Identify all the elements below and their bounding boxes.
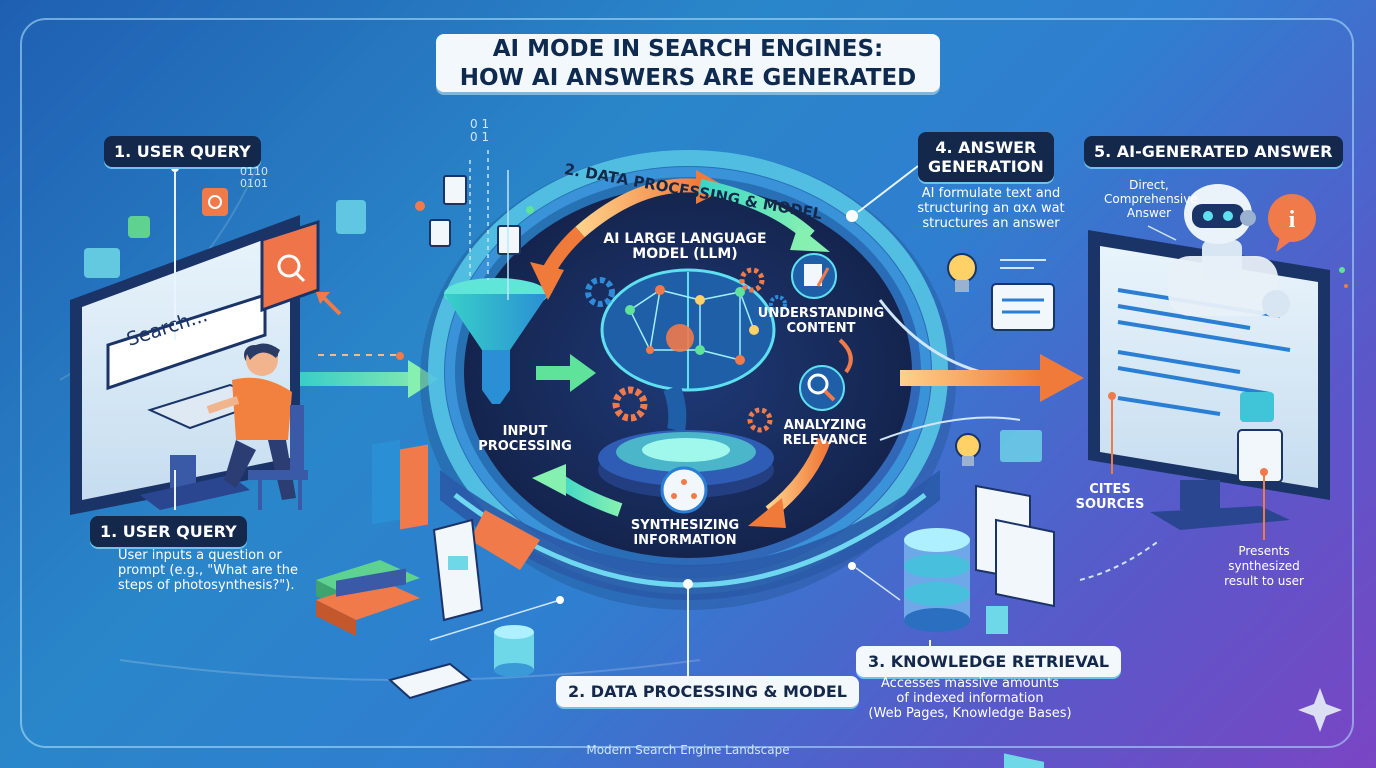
step3-desc-line: Accesses massive amounts [881, 676, 1059, 691]
llm-line: AI LARGE LANGUAGE [603, 231, 767, 247]
answer-card [991, 283, 1055, 331]
cursor-icon [320, 294, 342, 316]
webpage-icon [975, 484, 1055, 768]
binary-line: 0101 [240, 177, 268, 190]
llm-line: MODEL (LLM) [632, 246, 738, 262]
synthesizing-label: SYNTHESIZING INFORMATION [620, 518, 750, 548]
binary-line: 0 1 [470, 117, 490, 131]
database-icon [494, 625, 534, 677]
svg-text:i: i [1289, 207, 1296, 233]
label-line: UNDERSTANDING [757, 306, 885, 321]
step1-description: User inputs a question or prompt (e.g., … [118, 548, 298, 593]
network-icon [660, 466, 708, 514]
label-line: PROCESSING [478, 439, 572, 454]
label-line: INPUT [502, 424, 548, 439]
direct-line: Answer [1126, 206, 1172, 220]
cites-sources-label: CITES SOURCES [1070, 482, 1150, 512]
cites-line: CITES [1089, 482, 1131, 497]
document-icon [497, 225, 521, 255]
binary-line: 0 1 [470, 130, 490, 144]
direct-line: Direct, [1129, 178, 1169, 192]
outer-frame [20, 18, 1354, 748]
step4-desc-line: AI formulate text and [921, 186, 1061, 201]
globe-icon [128, 216, 150, 238]
label-line: SYNTHESIZING [630, 518, 740, 533]
magnifier-icon [799, 365, 845, 411]
label-line: INFORMATION [633, 533, 737, 548]
floating-doc [336, 200, 366, 234]
presents-line: Presents [1238, 544, 1290, 558]
footer-caption: Modern Search Engine Landscape [586, 743, 790, 757]
info-card [1240, 392, 1274, 422]
step4-desc-line: structures an answer [922, 216, 1060, 231]
info-icon: i [1268, 194, 1316, 252]
binary-left: 0110 0101 [240, 166, 268, 190]
step4-header-line: GENERATION [928, 157, 1044, 176]
book-icon [316, 439, 428, 636]
gear-icon [747, 407, 773, 433]
gear-icon [585, 277, 615, 307]
step4-desc-line: structuring an ɑxʌ wat [917, 201, 1065, 216]
step5-header: 5. AI-GENERATED ANSWER [1084, 136, 1343, 167]
search-icon [202, 188, 228, 216]
synthesis-platform [598, 430, 774, 498]
step3-desc-line: (Web Pages, Knowledge Bases) [868, 706, 1072, 721]
gear-icon [769, 295, 787, 313]
document-icon [387, 662, 473, 700]
step3-desc-line: of indexed information [896, 691, 1044, 706]
person-at-desk [206, 343, 308, 510]
brain-icon [600, 268, 776, 432]
robot-icon [1168, 184, 1290, 318]
lightbulb-icon [947, 253, 977, 292]
step1-header: 1. USER QUERY [104, 136, 261, 167]
step1-footer-header: 1. USER QUERY [90, 516, 247, 547]
step4-header-line: 4. ANSWER [935, 138, 1037, 157]
step3-header: 3. KNOWLEDGE RETRIEVAL [856, 646, 1122, 677]
input-processing-label: INPUT PROCESSING [470, 424, 580, 454]
binary-line: 0110 [240, 165, 268, 178]
cites-line: SOURCES [1075, 497, 1145, 512]
label-line: ANALYZING [783, 418, 867, 433]
presents-label: Presents synthesized result to user [1214, 544, 1314, 589]
step4-header: 4. ANSWER GENERATION [918, 132, 1054, 182]
step1-desc-line: prompt (e.g., "What are the [118, 563, 299, 578]
presents-line: result to user [1224, 574, 1304, 588]
database-icon [986, 606, 1008, 634]
title-line-1: AI MODE IN SEARCH ENGINES: [492, 36, 884, 62]
presents-line: synthesized [1228, 559, 1300, 573]
step2-footer-header: 2. DATA PROCESSING & MODEL [556, 676, 859, 707]
understanding-label: UNDERSTANDING CONTENT [756, 306, 886, 336]
binary-top: 0 1 0 1 [470, 118, 489, 144]
step4-description: AI formulate text and structuring an ɑxʌ… [906, 186, 1076, 231]
lightbulb-icon [955, 433, 981, 466]
database-icon [904, 528, 970, 632]
sparkle-icon [1298, 688, 1342, 732]
document-icon [429, 219, 451, 247]
document-icon [443, 175, 467, 205]
gear-icon [612, 386, 648, 422]
title-line-2: HOW AI ANSWERS ARE GENERATED [459, 65, 917, 91]
funnel-icon [444, 278, 548, 404]
step1-desc-line: steps of photosynthesis?"). [118, 578, 295, 593]
label-line: RELEVANCE [782, 433, 868, 448]
direct-answer-label: Direct, Comprehensive Answer [1104, 178, 1198, 220]
step3-description: Accesses massive amounts of indexed info… [850, 676, 1090, 721]
llm-label: AI LARGE LANGUAGE MODEL (LLM) [590, 232, 780, 262]
step1-desc-line: User inputs a question or [118, 548, 282, 563]
label-line: CONTENT [786, 321, 856, 336]
page-title: AI MODE IN SEARCH ENGINES: HOW AI ANSWER… [436, 34, 940, 92]
floating-card [84, 248, 120, 278]
analyzing-label: ANALYZING RELEVANCE [770, 418, 880, 448]
gear-icon [739, 267, 765, 293]
direct-line: Comprehensive [1104, 192, 1198, 206]
